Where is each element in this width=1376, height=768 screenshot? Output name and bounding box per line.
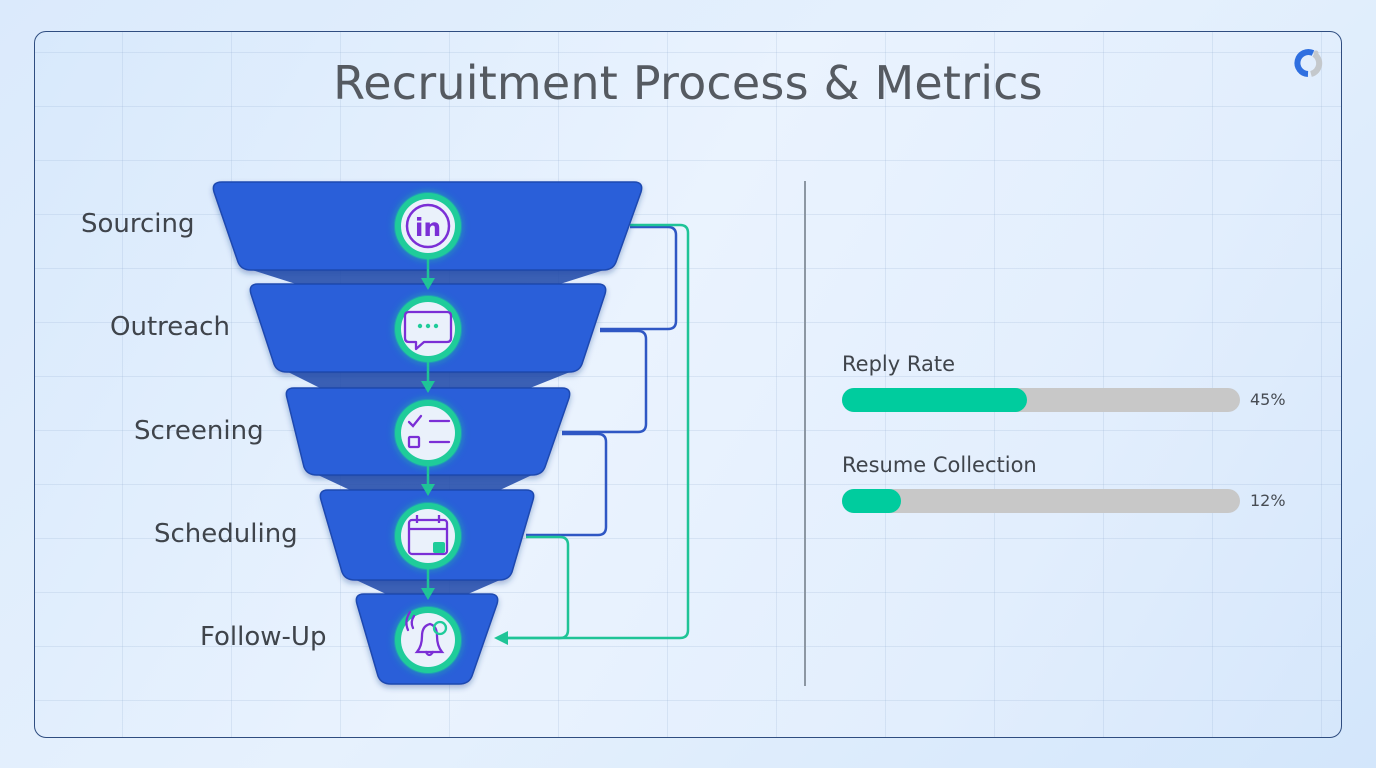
progress-bar-reply-rate xyxy=(842,388,1240,412)
stage-node-screening xyxy=(394,399,462,467)
stage-node-scheduling xyxy=(394,502,462,570)
stage-node-follow-up xyxy=(394,606,462,674)
stage-node-sourcing: in xyxy=(394,192,462,260)
progress-fill-reply-rate xyxy=(842,388,1027,412)
checklist-icon xyxy=(407,414,451,449)
metric-value-resume-collection: 12% xyxy=(1250,491,1286,510)
progress-fill-resume-collection xyxy=(842,489,901,513)
progress-bar-resume-collection xyxy=(842,489,1240,513)
stage-label-scheduling: Scheduling xyxy=(154,519,298,549)
metric-label-reply-rate: Reply Rate xyxy=(842,352,955,376)
stage-label-follow-up: Follow-Up xyxy=(200,622,327,652)
metric-label-resume-collection: Resume Collection xyxy=(842,453,1037,477)
refresh-sync-logo-icon xyxy=(1294,49,1323,77)
bell-notification-icon xyxy=(405,610,448,657)
stage-label-screening: Screening xyxy=(134,416,264,446)
page-title: Recruitment Process & Metrics xyxy=(333,56,1043,110)
svg-text:in: in xyxy=(415,213,441,242)
connector-lines xyxy=(494,223,690,645)
chat-bubble-icon xyxy=(403,310,453,351)
calendar-icon xyxy=(407,515,449,556)
metric-value-reply-rate: 45% xyxy=(1250,390,1286,409)
stage-node-outreach xyxy=(394,295,462,363)
flow-arrows xyxy=(421,259,435,600)
stage-label-sourcing: Sourcing xyxy=(81,209,195,239)
stage-label-outreach: Outreach xyxy=(110,312,230,342)
linkedin-icon: in xyxy=(405,203,451,249)
section-divider xyxy=(804,181,806,686)
